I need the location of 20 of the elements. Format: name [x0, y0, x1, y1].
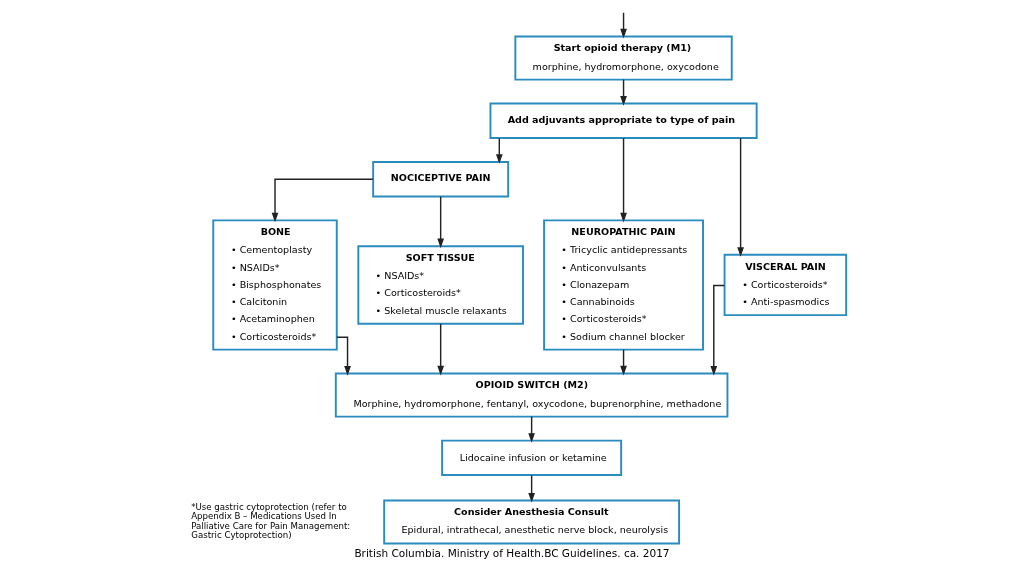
arrow [710, 284, 726, 376]
arrow [271, 178, 374, 223]
arrow [437, 195, 445, 249]
label: *Use gastric cytoprotection (refer to Appendix B – Medications Used In Palliative Care for Pain Management: Gastric Cytoprotection) [191, 501, 351, 541]
node-box: OPIOID SWITCH (M2) Morphine, hydromorphone, fentanyl, oxycodone, buprenorphine, methadone [334, 372, 729, 418]
arrow [620, 137, 627, 223]
caption: British Columbia. Ministry of Health.BC Guidelines. ca. 2017 [354, 547, 670, 560]
arrow [336, 336, 351, 376]
node-box: Consider Anesthesia Consult Epidural, intrathecal, anesthetic nerve block, neurolysis [383, 499, 681, 545]
node-box: SOFT TISSUE • NSAIDs* • Corticosteroids* • Skeletal muscle relaxants [357, 245, 524, 325]
node-box: NEUROPATHIC PAIN • Tricyclic antidepressants • Anticonvulsants • Clonazepam • Cannabinoids • Corticosteroids* • Sodium channel blocker [543, 219, 704, 351]
arrow [737, 137, 744, 257]
arrow [437, 323, 445, 376]
node-box: Add adjuvants appropriate to type of pain [489, 102, 758, 139]
node-box: NOCICEPTIVE PAIN [372, 161, 510, 198]
node-box: VISCERAL PAIN • Corticosteroids* • Anti-spasmodics [723, 253, 848, 317]
node-box: Start opioid therapy (M1) morphine, hydromorphone, oxycodone [514, 35, 733, 81]
node-box: Lidocaine infusion or ketamine [441, 439, 623, 476]
node-box: BONE • Cementoplasty • NSAIDs* • Bisphosphonates • Calcitonin • Acetaminophen • Corticosteroids* [212, 219, 338, 351]
arrow [528, 474, 535, 503]
